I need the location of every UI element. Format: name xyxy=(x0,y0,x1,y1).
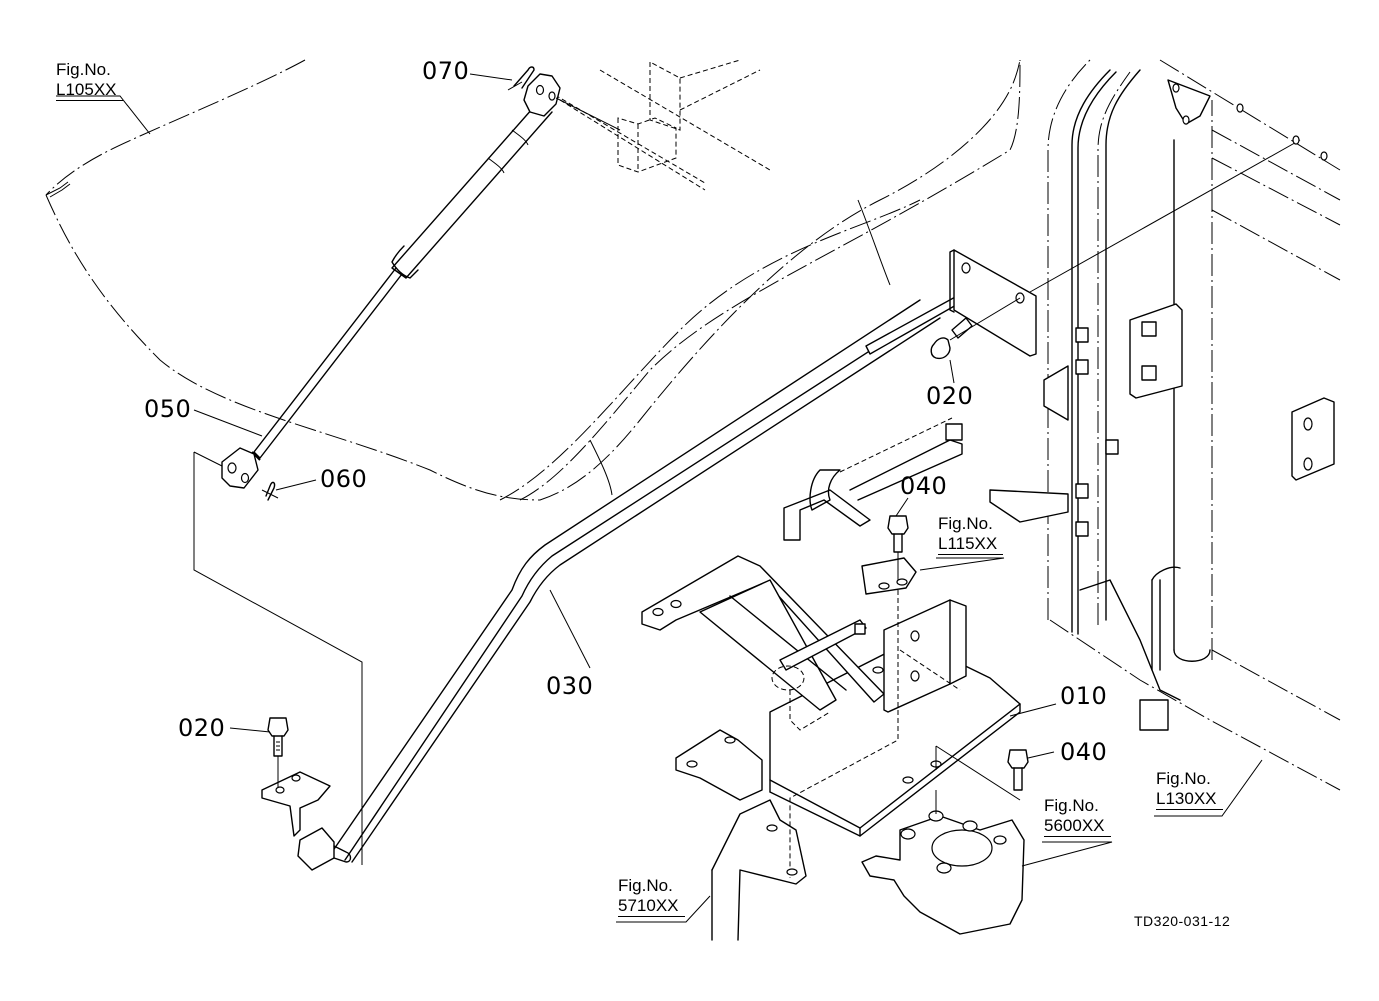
fig-ref-5710xx[interactable]: Fig.No. 5710XX xyxy=(618,876,685,917)
leader-box-050 xyxy=(193,452,363,865)
bolt-axis-070 xyxy=(555,97,621,131)
fig-ref-number: L115XX xyxy=(938,534,1004,555)
hood-outline xyxy=(45,59,1021,501)
part-label-020-upper: 020 xyxy=(926,382,974,410)
part-label-040-lower: 040 xyxy=(1060,738,1108,766)
bracket-5710xx xyxy=(711,799,807,941)
fig-ref-prefix: Fig.No. xyxy=(618,876,673,895)
fig-ref-prefix: Fig.No. xyxy=(56,60,111,79)
r-pin-070 xyxy=(507,66,535,91)
leader-box-050-top xyxy=(193,451,223,467)
plate-010 xyxy=(641,555,1021,837)
leader-lines xyxy=(56,73,1263,923)
fig-ref-l105xx[interactable]: Fig.No. L105XX xyxy=(56,60,123,101)
part-label-030: 030 xyxy=(546,672,594,700)
fig-ref-l115xx[interactable]: Fig.No. L115XX xyxy=(938,514,1004,555)
bolt-axis-020-upper xyxy=(1029,139,1301,293)
part-label-070: 070 xyxy=(422,57,470,85)
bracket-l115xx xyxy=(783,417,963,595)
part-label-020-lower: 020 xyxy=(178,714,226,742)
r-pin-060 xyxy=(261,481,279,501)
bracket-lower-left xyxy=(261,717,331,837)
axis-040-upper xyxy=(789,590,899,878)
flange-5600xx xyxy=(861,790,1025,935)
bolt-040-lower xyxy=(935,745,1029,801)
cab-frame xyxy=(989,59,1341,791)
fig-ref-prefix: Fig.No. xyxy=(1044,796,1099,815)
hinge-phantom xyxy=(554,59,771,191)
fig-ref-prefix: Fig.No. xyxy=(1156,769,1211,788)
fig-ref-l130xx[interactable]: Fig.No. L130XX xyxy=(1156,769,1223,810)
part-label-040-upper: 040 xyxy=(900,472,948,500)
drawing-code: TD320-031-12 xyxy=(1134,913,1231,929)
fig-ref-number: 5600XX xyxy=(1044,816,1111,837)
fig-ref-number: L105XX xyxy=(56,80,123,101)
fig-ref-5600xx[interactable]: Fig.No. 5600XX xyxy=(1044,796,1111,837)
part-label-010: 010 xyxy=(1060,682,1108,710)
fig-ref-prefix: Fig.No. xyxy=(938,514,993,533)
fig-ref-number: L130XX xyxy=(1156,789,1223,810)
fig-ref-number: 5710XX xyxy=(618,896,685,917)
part-label-050: 050 xyxy=(144,395,192,423)
gas-spring-050 xyxy=(221,73,561,489)
bracket-upper-right xyxy=(930,249,1037,360)
part-label-060: 060 xyxy=(320,465,368,493)
